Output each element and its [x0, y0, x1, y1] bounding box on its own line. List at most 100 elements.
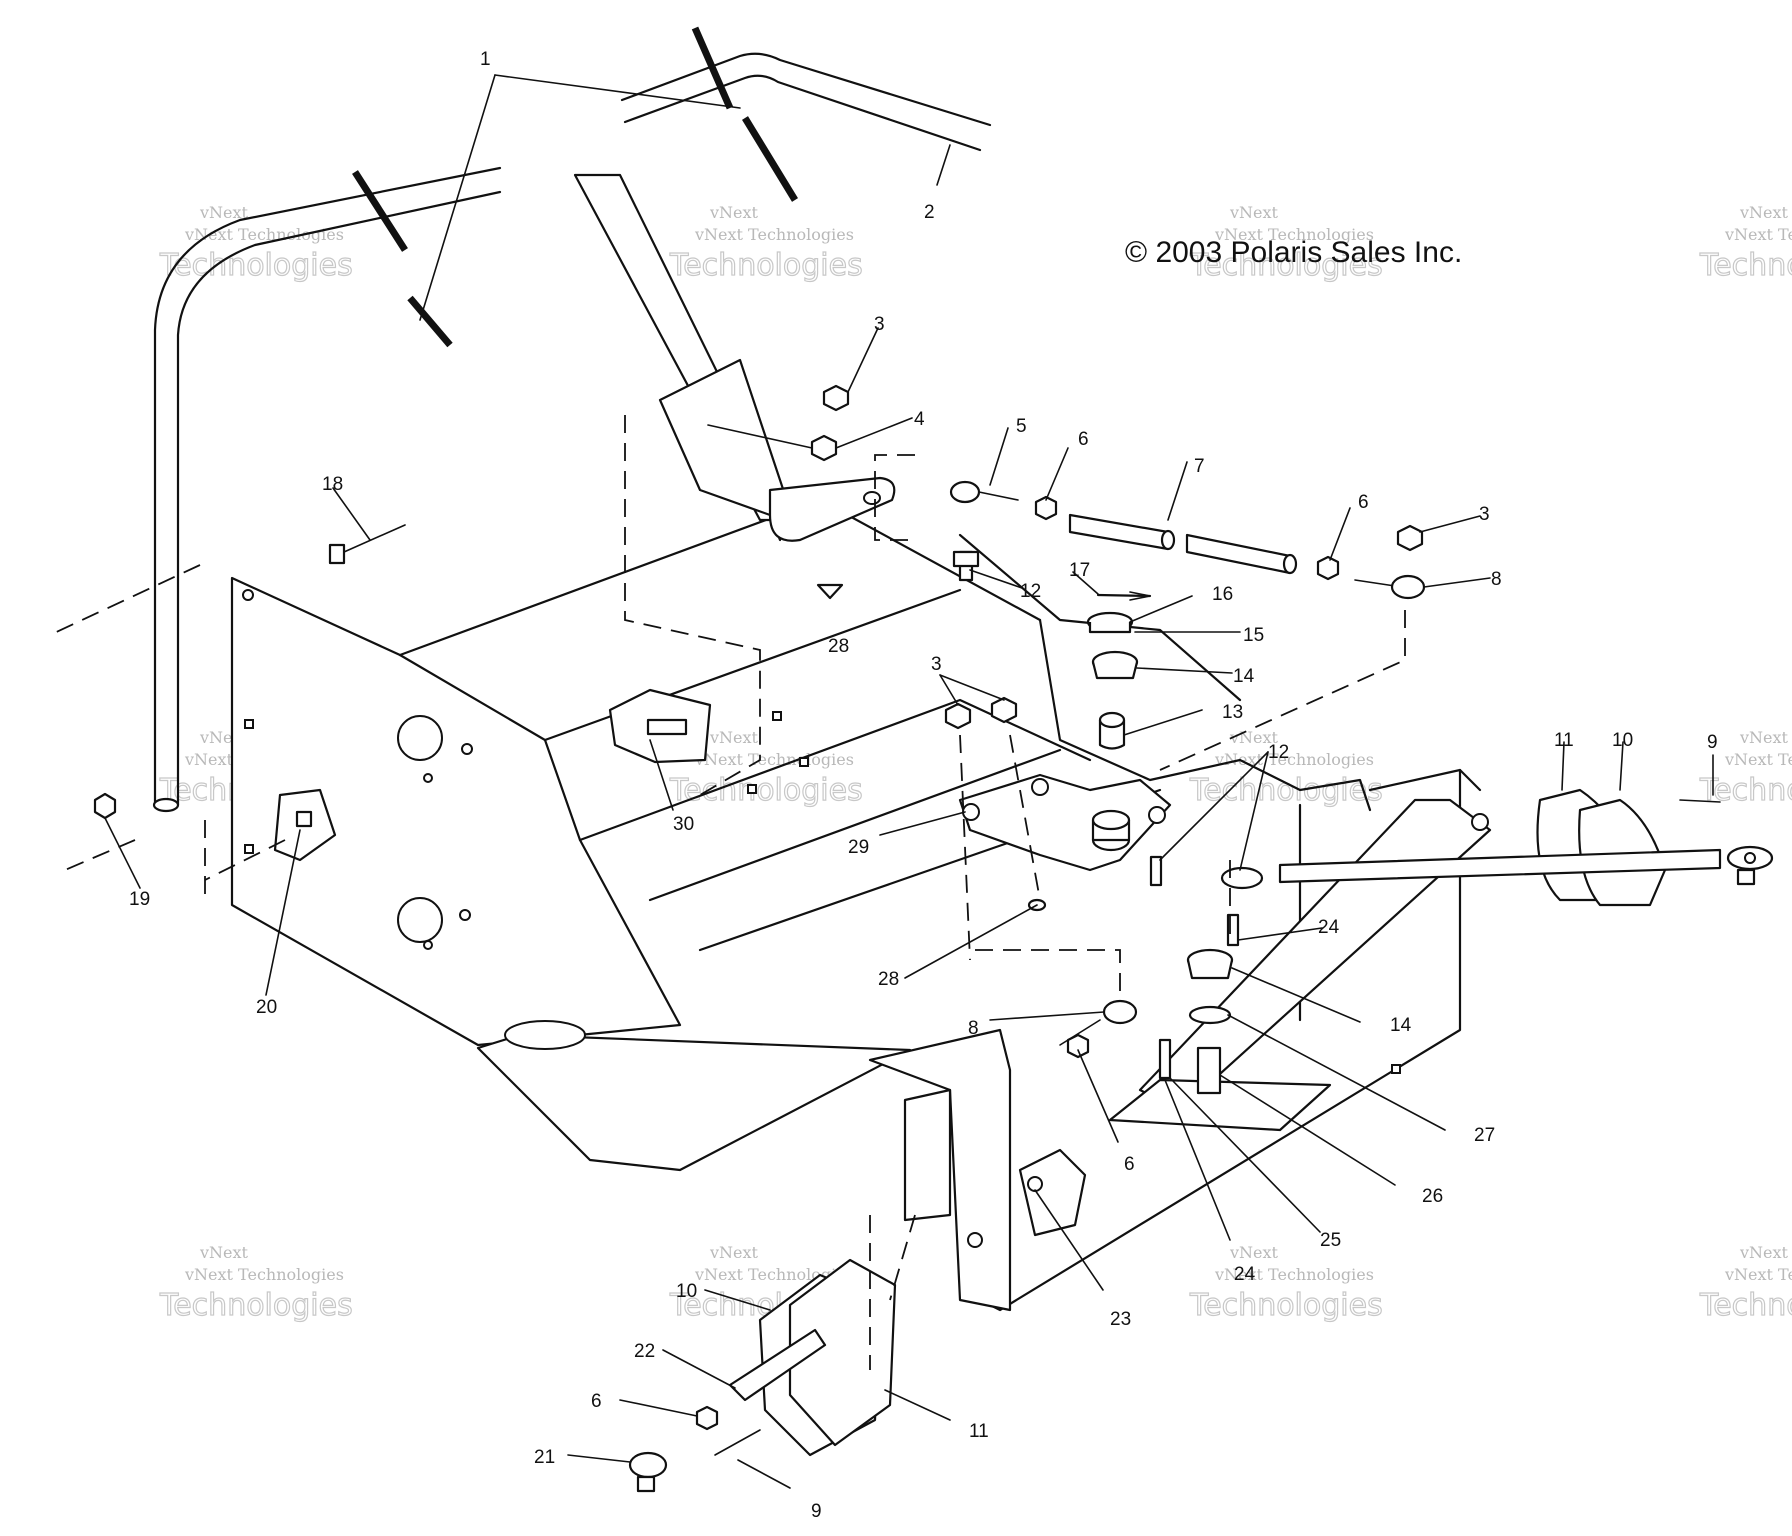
- callout-8: 8: [968, 1018, 979, 1039]
- rear-bumper-handle: [152, 52, 992, 813]
- rod-end-5: [949, 480, 981, 504]
- watermark: vNext vNext Technologies Technologies: [158, 203, 353, 284]
- watermark-top: vNext: [1229, 203, 1279, 222]
- callout-10: 10: [1612, 730, 1633, 751]
- leader-lines: [104, 74, 1714, 1489]
- watermark-line1: vNext Technologies: [1724, 1265, 1792, 1284]
- callout-6: 6: [1358, 492, 1369, 513]
- callout-7: 7: [1194, 456, 1205, 477]
- callout-15: 15: [1243, 625, 1264, 646]
- callout-11: 11: [969, 1421, 989, 1442]
- callout-3: 3: [1479, 504, 1490, 525]
- hardware: [93, 384, 1721, 1493]
- nut-19: [93, 792, 117, 820]
- callout-20: 20: [256, 997, 277, 1018]
- watermark-line1: vNext Technologies: [1724, 225, 1792, 244]
- watermark-line2: Technologies: [159, 1288, 353, 1323]
- watermark: vNext vNext Technologies Technologies: [158, 1243, 353, 1324]
- nut-3b: [990, 696, 1018, 724]
- watermark-line2: Technologies: [1699, 248, 1792, 283]
- watermark-top: vNext: [199, 1243, 249, 1262]
- plate-11: [788, 1258, 897, 1447]
- watermark-line1: vNext Technologies: [1214, 750, 1374, 769]
- steering-linkage: [958, 773, 1774, 890]
- callout-labels: 1 2 3 4 5 6 7 6 3 8 18 12 17 16 15 14 28…: [129, 49, 1718, 1522]
- callout-23: 23: [1110, 1309, 1131, 1330]
- watermark-line1: vNext Technologies: [184, 225, 344, 244]
- callout-12: 12: [1020, 581, 1041, 602]
- callout-22: 22: [634, 1341, 655, 1362]
- watermark-top: vNext: [199, 203, 249, 222]
- watermark: vNext vNext Technologies Technologies: [1698, 1243, 1792, 1324]
- callout-24: 24: [1318, 917, 1340, 938]
- callout-4: 4: [914, 409, 925, 430]
- watermark-line2: Technologies: [1699, 773, 1792, 808]
- watermark-top: vNext: [709, 1243, 759, 1262]
- bolt-9b: [714, 1429, 761, 1456]
- watermark: vNext vNext Technologies Technologies: [668, 728, 863, 809]
- watermark: vNext vNext Technologies Technologies: [668, 203, 863, 284]
- watermark-top: vNext: [709, 728, 759, 747]
- callout-21: 21: [534, 1447, 555, 1468]
- nut-6c: [1066, 1033, 1090, 1059]
- callout-3: 3: [874, 314, 885, 335]
- watermark-top: vNext: [1739, 1243, 1789, 1262]
- callout-16: 16: [1212, 584, 1233, 605]
- watermark: vNext vNext Technologies Technologies: [1188, 203, 1383, 284]
- eye-bolt-21: [628, 1451, 668, 1479]
- watermark-top: vNext: [1739, 728, 1789, 747]
- watermark-line1: vNext Technologies: [1214, 225, 1374, 244]
- watermark-line1: vNext Technologies: [1214, 1265, 1374, 1284]
- chassis: [230, 173, 1482, 1312]
- nut-3-top: [822, 384, 850, 412]
- callout-6: 6: [1078, 429, 1089, 450]
- callout-19: 19: [129, 889, 150, 910]
- bolt-24: [1226, 913, 1240, 947]
- callout-28: 28: [878, 969, 899, 990]
- callout-8: 8: [1491, 569, 1502, 590]
- callout-5: 5: [1016, 416, 1027, 437]
- callout-17: 17: [1069, 560, 1090, 581]
- watermark-line2: Technologies: [1189, 1288, 1383, 1323]
- callout-6: 6: [1124, 1154, 1135, 1175]
- watermark-line1: vNext Technologies: [694, 750, 854, 769]
- bolt-22: [728, 1328, 827, 1402]
- callout-6: 6: [591, 1391, 602, 1412]
- nut-6b: [1316, 555, 1340, 581]
- callout-1: 1: [480, 49, 491, 70]
- watermark-line2: Technologies: [1189, 773, 1383, 808]
- tube-7: [1068, 513, 1170, 551]
- callout-25: 25: [1320, 1230, 1341, 1251]
- watermark: vNext vNext Technologies Technologies: [1188, 728, 1383, 809]
- stud-26: [1196, 1046, 1222, 1095]
- copyright-text: © 2003 Polaris Sales Inc.: [1125, 236, 1462, 269]
- bolt-18: [328, 543, 346, 565]
- watermark-line1: vNext Technologies: [694, 225, 854, 244]
- callout-18: 18: [322, 474, 343, 495]
- callout-28: 28: [828, 636, 849, 657]
- watermark: vNext vNext Technologies Technologies: [1698, 203, 1792, 284]
- watermark-line2: Technologies: [1189, 248, 1383, 283]
- watermark-line2: Technologies: [669, 773, 863, 808]
- watermark-top: vNext: [1229, 1243, 1279, 1262]
- callout-14: 14: [1233, 666, 1255, 687]
- nut-6a: [1034, 495, 1058, 521]
- callout-10: 10: [676, 1281, 697, 1302]
- callout-14: 14: [1390, 1015, 1412, 1036]
- callout-13: 13: [1222, 702, 1243, 723]
- nut-6d: [695, 1405, 719, 1431]
- callout-9: 9: [811, 1501, 822, 1522]
- callout-9: 9: [1707, 732, 1718, 753]
- bolt-9a: [1679, 799, 1721, 803]
- grommet-23: [1018, 1148, 1087, 1237]
- callout-11: 11: [1554, 730, 1574, 751]
- rod-end-8b: [1102, 999, 1138, 1025]
- watermark: vNext vNext Technologies Technologies: [1188, 1243, 1383, 1324]
- callout-12: 12: [1268, 742, 1289, 763]
- screw-28a: [816, 583, 844, 600]
- callout-27: 27: [1474, 1125, 1495, 1146]
- callout-2: 2: [924, 202, 935, 223]
- watermark-line1: vNext Technologies: [184, 1265, 344, 1284]
- rod-end-8: [1390, 574, 1426, 600]
